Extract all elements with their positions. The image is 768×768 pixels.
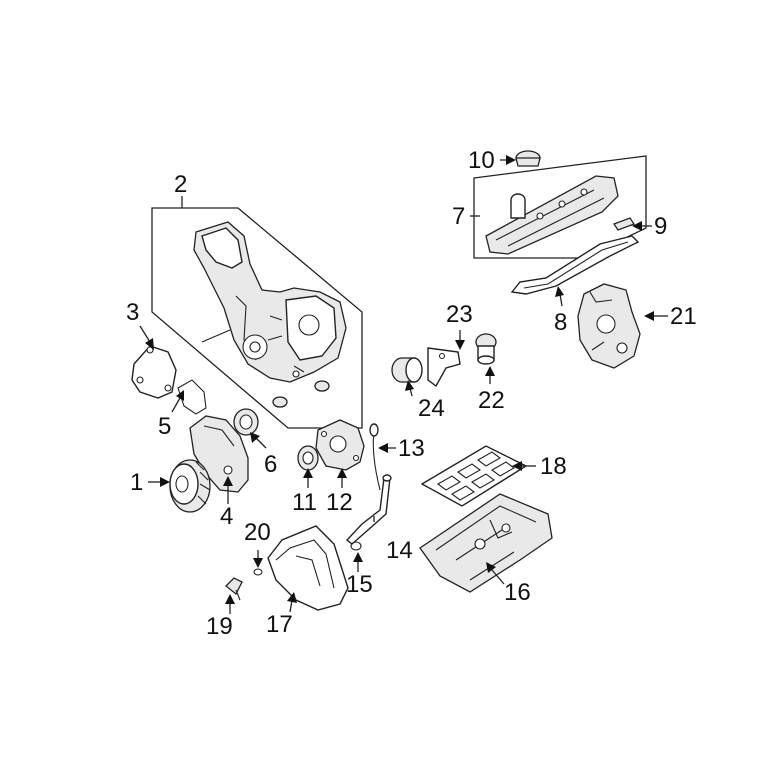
o-ring-part: [350, 541, 362, 551]
callout-4: 4: [220, 503, 233, 530]
callout-15: 15: [346, 571, 373, 598]
callout-21: 21: [670, 303, 697, 330]
oil-cooler-adapter-part: [475, 333, 497, 365]
timing-cover-group-box: [151, 196, 363, 429]
callout-14: 14: [386, 537, 413, 564]
callout-17: 17: [266, 611, 293, 638]
front-seal-part: [233, 408, 259, 436]
oil-filter-part: [391, 357, 423, 383]
callout-3: 3: [126, 299, 139, 326]
callout-2: 2: [174, 171, 187, 198]
callout-19: 19: [206, 613, 233, 640]
rear-seal-part: [297, 445, 319, 471]
callout-11: 11: [292, 489, 317, 516]
callout-1: 1: [130, 469, 143, 496]
callout-5: 5: [158, 413, 171, 440]
valve-cover-gasket-part: [510, 235, 640, 295]
lower-oil-pan-part: [267, 525, 349, 611]
callout-20: 20: [244, 519, 271, 546]
callout-9: 9: [654, 213, 667, 240]
callout-10: 10: [468, 147, 495, 174]
callout-8: 8: [554, 309, 567, 336]
leader-lines: [139, 155, 668, 614]
gasket-part: [177, 379, 207, 415]
callout-labels: 1 2 3 4 5 6 7 8 9 10 11 12 13 14 15 16 1…: [126, 147, 697, 640]
callout-18: 18: [540, 453, 567, 480]
drain-plug-washer-part: [253, 568, 263, 576]
grommet-part: [613, 217, 635, 231]
callout-12: 12: [326, 489, 353, 516]
bracket-part: [427, 347, 461, 388]
callout-13: 13: [398, 435, 425, 462]
oil-filler-cap-part: [515, 150, 541, 167]
callout-24: 24: [418, 395, 445, 422]
water-pump-cover-part: [131, 345, 177, 399]
oil-filter-housing-part: [577, 283, 641, 369]
upper-oil-pan-part: [419, 493, 553, 593]
drain-plug-part: [225, 577, 243, 601]
dipstick-part: [369, 423, 381, 491]
valve-cover-part: [485, 175, 619, 255]
callout-6: 6: [264, 451, 277, 478]
crankshaft-pulley-part: [169, 459, 211, 513]
timing-cover-lower-part: [189, 415, 249, 493]
callout-16: 16: [504, 579, 531, 606]
callout-7: 7: [452, 203, 465, 230]
callout-22: 22: [478, 387, 505, 414]
oil-pan-gasket-part: [420, 445, 528, 507]
dipstick-tube-part: [345, 474, 392, 545]
seal-retainer-part: [315, 419, 365, 471]
timing-cover-part: [193, 221, 347, 408]
callout-23: 23: [446, 301, 473, 328]
